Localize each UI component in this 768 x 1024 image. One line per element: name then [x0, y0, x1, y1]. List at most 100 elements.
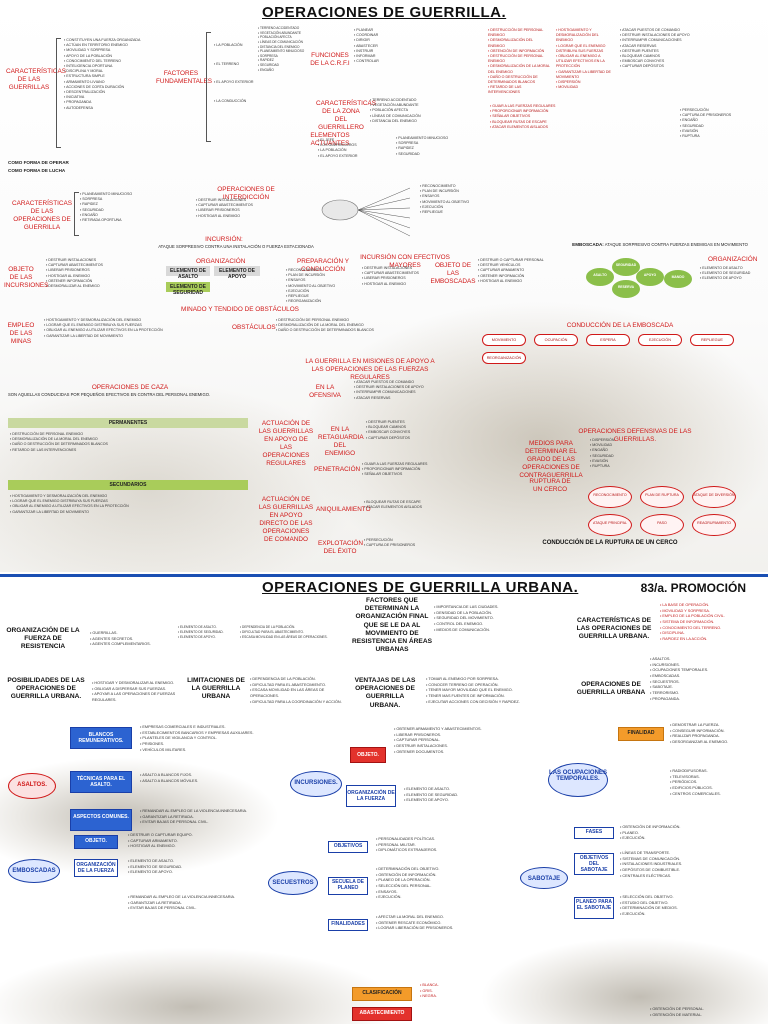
aspectos-box: ASPECTOS COMUNES.: [70, 809, 132, 831]
blancos-list: EMPRESAS COMERCIALES E INDUSTRIALES.ESTA…: [140, 725, 270, 753]
org-ellipse-asalto: ASALTO: [586, 268, 614, 286]
asaltos-oval: ASALTOS.: [8, 773, 56, 799]
org-detail-list: ELEMENTO DE ASALTO.ELEMENTO DE SEGURIDAD…: [178, 625, 238, 639]
org-ellipse-seguridad: SEGURIDAD: [612, 258, 640, 276]
explotacion-label: EXPLOTACIÓN DEL ÉXITO: [318, 540, 363, 555]
ofensiva-label: EN LA OFENSIVA: [309, 384, 341, 399]
org-ellipse-apoyo: APOYO: [636, 268, 664, 286]
penetracion-label: PENETRACIÓN: [314, 466, 361, 473]
cerco-step-5: PASO: [640, 514, 684, 536]
objetivos-sabotaje-box: OBJETIVOS DEL SABOTAJE: [574, 853, 614, 875]
posibilidades-label: POSIBILIDADES DE LAS OPERACIONES DE GUER…: [7, 677, 85, 701]
secundarios-list: HOSTIGAMIENTO Y DESMORALIZACIÓN DEL ENEM…: [10, 494, 250, 515]
emboscada-org-box: ORGANIZACIÓN DE LA FUERZA: [74, 859, 118, 877]
emboscada-step-6: REORGANIZACIÓN: [482, 352, 526, 364]
limitaciones-list: DEPENDENCIA DE LA POBLACIÓN.DIFICULTAD P…: [250, 677, 350, 705]
emboscada-obj-list: DESTRUIR O CAPTURAR EQUIPO.CAPTURAR ARMA…: [128, 833, 268, 850]
right-top-list-1: DESTRUCCIÓN DE PERSONAL ENEMIGODESMORALI…: [488, 28, 550, 96]
emboscada-org-list: ELEMENTO DE ASALTO.ELEMENTO DE SEGURIDAD…: [128, 859, 268, 876]
objeto-box: OBJETO.: [350, 747, 386, 763]
actuacion-regulares-label: ACTUACIÓN DE LAS GUERRILLAS EN APOYO DE …: [258, 420, 314, 467]
emboscada-step-1: MOVIMIENTO: [482, 334, 526, 346]
bracket: [56, 38, 61, 148]
organizacion-right-label: ORGANIZACIÓN: [708, 256, 758, 263]
funciones-label: FUNCIONES DE LA C.R.F.I: [310, 52, 350, 67]
finalidades-box: FINALIDADES: [328, 919, 368, 931]
ops-urbana-label: OPERACIONES DE GUERRILLA URBANA: [576, 681, 646, 697]
right-top-list-2: HOSTIGAMIENTO Y DESMORALIZACIÓN DEL ENEM…: [556, 28, 614, 90]
incursion-label: INCURSIÓN:: [205, 236, 243, 243]
emboscada-step-2: OCUPACIÓN: [534, 334, 578, 346]
factores-label: FACTORES FUNDAMENTALES: [156, 70, 212, 85]
caracteristicas-label: CARACTERÍSTICAS DE LAS GUERRILLAS: [6, 68, 67, 91]
bracket: [206, 32, 211, 142]
aniquilamiento-list: BLOQUEAR RUTAS DE ESCAPEATACAR ELEMENTOS…: [364, 500, 474, 510]
tecnicas-list: ASALTO A BLANCOS FIJOS.ASALTO A BLANCOS …: [140, 773, 210, 784]
obstaculos-list: DESTRUCCIÓN DE PERSONAL ENEMIGODESMORALI…: [276, 318, 376, 334]
emboscadas-oval: EMBOSCADAS: [8, 859, 60, 883]
org-box-asalto: ELEMENTO DE ASALTO: [166, 266, 210, 280]
finalidad-box: FINALIDAD: [618, 727, 664, 741]
planeo-list: SELECCIÓN DEL OBJETIVO.ESTUDIO DEL OBJET…: [620, 895, 760, 918]
cerco-step-2: PLAN DE RUPTURA: [640, 486, 684, 508]
factores-list: IMPORTANCIA DE LAS CIUDADES.DENSIDAD DE …: [434, 605, 564, 633]
sabotaje-oval: SABOTAJE: [520, 867, 568, 889]
ops-caza-label: OPERACIONES DE CAZA: [91, 384, 169, 391]
ofensiva-list: ATACAR PUESTOS DE COMANDODESTRUIR INSTAL…: [354, 380, 464, 401]
emboscada-objeto-box: OBJETO.: [74, 835, 118, 849]
emboscada-extra-list: REMANDAR AL EMPLEO DE LA VIOLENCIA INNEC…: [128, 895, 268, 912]
ruptura-label: RUPTURA DE UN CERCO: [529, 478, 571, 493]
right-top-list-3: ATACAR PUESTOS DE COMANDODESTRUIR INSTAL…: [620, 28, 700, 70]
page-title: OPERACIONES DE GUERRILLA URBANA.: [262, 579, 579, 596]
defensivas-list: DISPERSIÓNMOVILIDAD ENGAÑOSEGURIDAD EVAS…: [590, 438, 700, 469]
secuela-box: SECUELA DE PLANEO: [328, 877, 368, 895]
ocupaciones-oval: LAS OCUPACIONES TEMPORALES.: [548, 763, 608, 797]
obstaculos-label: OBSTÁCULOS: [232, 324, 276, 331]
ops-urbana-list: ASALTOS.INCURSIONES. OCUPACIONES TEMPORA…: [650, 657, 750, 703]
org-ellipse-reserva: RESERVA: [612, 280, 640, 298]
blancos-box: BLANCOS REMUNERATIVOS.: [70, 727, 132, 749]
ventajas-label: VENTAJAS DE LAS OPERACIONES DE GUERRILLA…: [354, 677, 416, 709]
limitaciones-label: LIMITACIONES DE LA GUERRILLA URBANA: [187, 677, 245, 701]
factores-detail-list: TERRENO ACCIDENTADOVEGETACIÓN ABUNDANTEP…: [258, 26, 306, 72]
finalidades-list: AFECTAR LA MORAL DEL ENEMIGO.OBTENER RES…: [376, 915, 496, 932]
abastecimiento-box: ABASTECIMIENTO: [352, 1007, 412, 1021]
empleo-minas-list: HOSTIGAMIENTO Y DESMORALIZACIÓN DEL ENEM…: [44, 318, 174, 339]
secuela-list: DETERMINACIÓN DEL OBJETIVO.OBTENCIÓN DE …: [376, 867, 496, 901]
guerrilla-operations-sheet: OPERACIONES DE GUERRILLA. CARACTERÍSTICA…: [0, 0, 768, 572]
guerrilla-apoyo-label: LA GUERRILLA EN MISIONES DE APOYO A LAS …: [305, 358, 435, 381]
tecnicas-box: TÉCNICAS PARA EL ASALTO.: [70, 771, 132, 793]
org-box-apoyo: ELEMENTO DE APOYO: [214, 266, 260, 280]
fases-list: OBTENCIÓN DE INFORMACIÓN.PLANEO. EJECUCI…: [620, 825, 760, 842]
incursion-efectivos-list: DESTRUIR INSTALACIONESCAPTURAR ABASTECIM…: [362, 266, 438, 287]
caract-ops-list: PLANEAMIENTO MINUCIOSOSORPRESA RAPIDEZSE…: [80, 192, 180, 223]
retaguardia-list: DESTRUIR PUENTESBLOQUEAR CAMINOS EMBOSCA…: [366, 420, 476, 441]
zona-label: CARACTERÍSTICAS DE LA ZONA DEL GUERRILLE…: [316, 100, 377, 131]
factores-list: LA POBLACIÓNEL TERRENO EL APOYO EXTERIOR…: [214, 36, 284, 111]
caract-ops-label: CARACTERÍSTICAS DE LAS OPERACIONES DE GU…: [12, 200, 73, 231]
actuacion-comando-label: ACTUACIÓN DE LAS GUERRILLAS EN APOYO DIR…: [258, 496, 314, 543]
org-fuerza-list: ELEMENTO DE ASALTO.ELEMENTO DE SEGURIDAD…: [404, 787, 524, 804]
elementos-detail-list: PLANEAMIENTO MINUCIOSOSORPRESA RAPIDEZSE…: [396, 136, 456, 157]
conduccion-cerco-label: CONDUCCIÓN DE LA RUPTURA DE UN CERCO: [542, 540, 678, 546]
clasificacion-box: CLASIFICACIÓN: [352, 987, 412, 1001]
background-feather-texture: [0, 947, 400, 1024]
posibilidades-list: HOSTIGAR Y DESMORALIZAR AL ENEMIGO.OBLIG…: [92, 681, 182, 704]
cerco-step-4: ATAQUE PRINCIPAL: [588, 514, 632, 536]
aniquilamiento-label: ANIQUILAMIENTO: [316, 506, 371, 513]
conduccion-emboscada-label: CONDUCCIÓN DE LA EMBOSCADA: [566, 322, 674, 329]
elementos-list: EL JEFELOS GUERRILLEROS LA POBLACIÓNEL A…: [318, 138, 388, 159]
caract-urbana-list: LA BASE DE OPERACIÓN.MOVILIDAD Y SORPRES…: [660, 603, 764, 643]
finalidad-list: DEMOSTRAR LA FUERZA.CONSEGUIR INFORMACIÓ…: [670, 723, 766, 746]
org-fuerza-box: ORGANIZACIÓN DE LA FUERZA: [346, 785, 396, 807]
objeto-incursiones-list: DESTRUIR INSTALACIONESCAPTURAR ABASTECIM…: [46, 258, 156, 289]
org-box-seguridad: ELEMENTO DE SEGURIDAD: [166, 282, 210, 296]
cerco-step-6: REAGRUPAMIENTO: [692, 514, 736, 536]
emboscada-text: EMBOSCADA: ATAQUE SORPRESIVO CONTRA FUER…: [572, 242, 748, 247]
emboscada-step-4: EJECUCIÓN: [638, 334, 682, 346]
incursion-obj-list: OBTENER ARMAMENTO Y ABASTECIMIENTOS.LIBE…: [394, 727, 524, 755]
bracket: [74, 192, 79, 236]
